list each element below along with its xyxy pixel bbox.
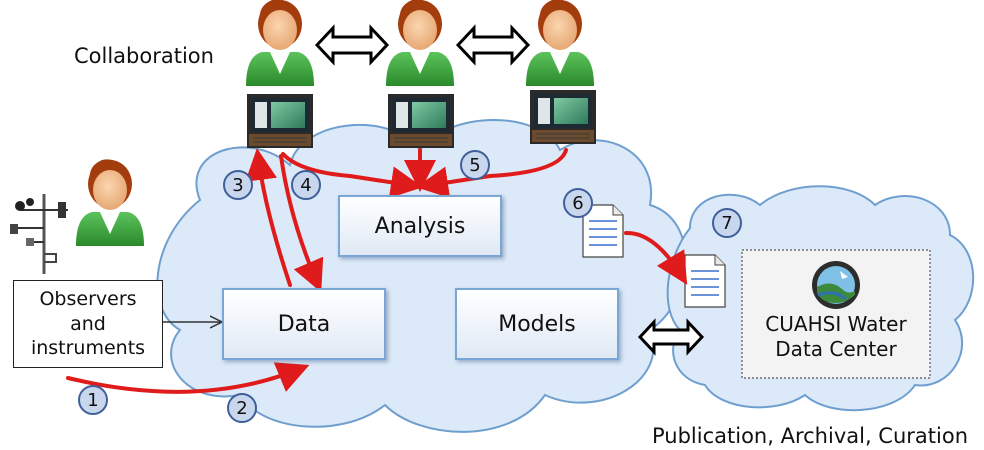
step-badge-7: 7	[712, 208, 742, 238]
step-badge-3: 3	[223, 170, 253, 200]
observers-box: Observers and instruments	[13, 280, 163, 368]
double-arrow-icon	[314, 24, 390, 66]
laptop-icon	[387, 93, 455, 149]
document-icon	[684, 254, 726, 308]
collaboration-label: Collaboration	[74, 44, 214, 68]
person-icon	[246, 0, 314, 87]
person-icon	[526, 0, 594, 87]
step-badge-5: 5	[460, 150, 490, 180]
step-badge-6: 6	[563, 188, 593, 218]
observers-label: Observers and instruments	[30, 287, 146, 360]
person-icon	[76, 159, 144, 246]
laptop-icon	[246, 93, 314, 149]
step-badge-2: 2	[227, 393, 257, 423]
flow-arrow-4	[279, 154, 324, 293]
flow-arrow-laptop1-analysis	[281, 152, 423, 199]
laptop-icon	[529, 89, 597, 145]
weather-station-icon	[10, 194, 68, 274]
cuahsi-label: CUAHSI Water Data Center	[765, 312, 907, 361]
double-arrow-icon	[455, 24, 531, 66]
flow-arrow-5	[416, 148, 568, 199]
step-badge-1: 1	[78, 385, 108, 415]
publication-label: Publication, Archival, Curation	[652, 424, 969, 448]
flow-arrow-1-2	[66, 362, 310, 394]
data-box: Data	[222, 288, 386, 360]
person-icon	[386, 0, 454, 87]
flow-arrows	[66, 148, 688, 394]
water-data-center-logo	[812, 261, 860, 309]
flow-arrow-6	[624, 230, 688, 285]
models-box: Models	[455, 288, 619, 360]
step-badge-4: 4	[291, 170, 321, 200]
flow-arrow-3	[245, 148, 292, 287]
analysis-box: Analysis	[338, 195, 502, 257]
double-arrow-icon	[637, 318, 705, 356]
